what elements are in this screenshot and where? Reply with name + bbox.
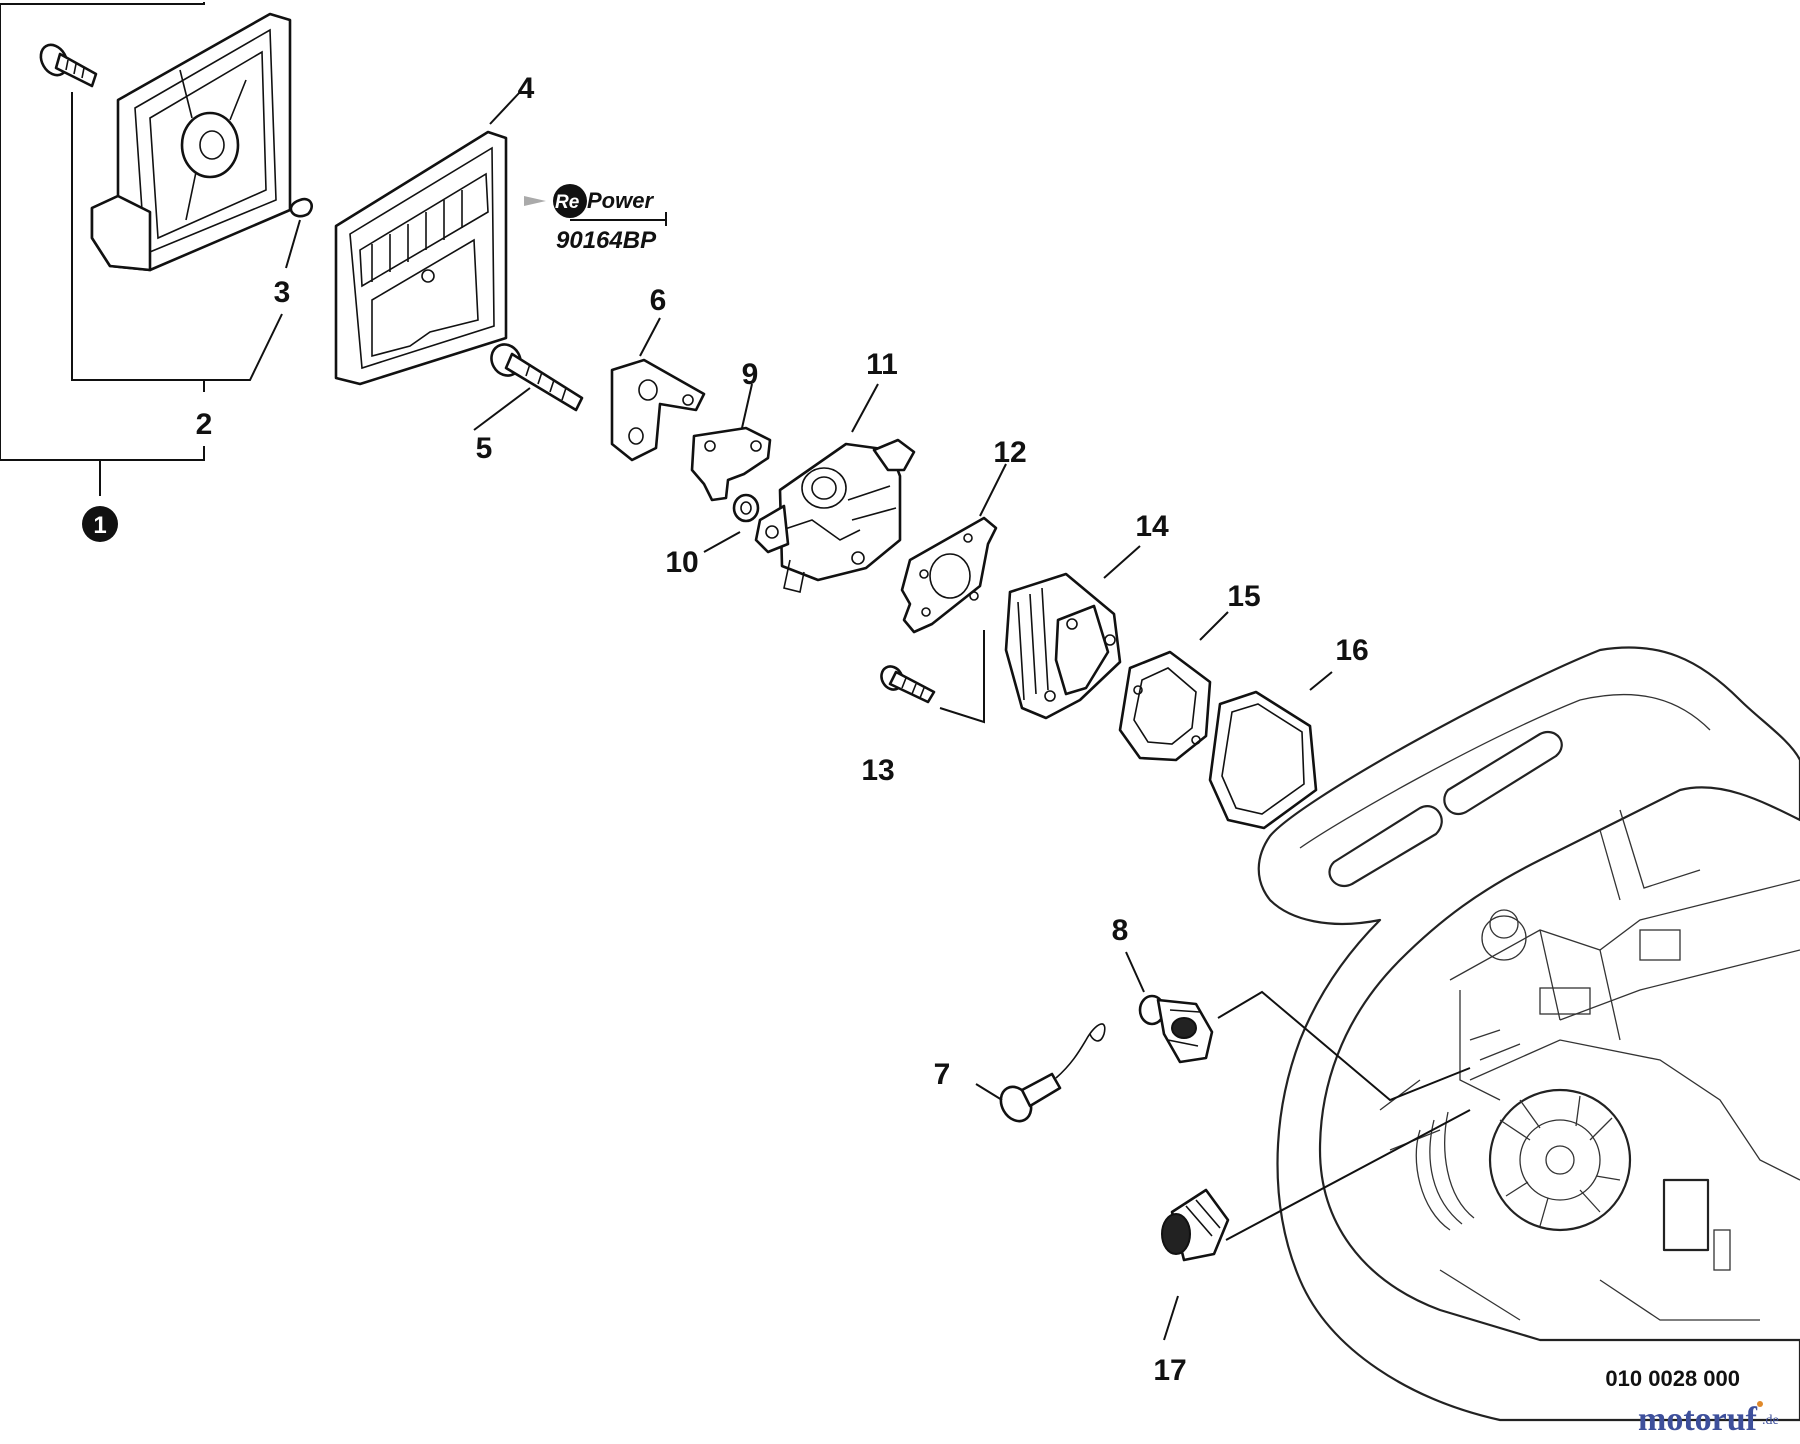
- callout-17: 17: [1153, 1354, 1186, 1387]
- callout-4: 4: [518, 72, 535, 105]
- carburetor-gasket[interactable]: [900, 516, 998, 634]
- callout-16: 16: [1335, 634, 1368, 667]
- motoruf-watermark: motoruf .de: [1638, 1401, 1779, 1438]
- intake-adapter[interactable]: [1004, 572, 1122, 720]
- drawing-code: 010 0028 000: [1605, 1366, 1740, 1391]
- grommet[interactable]: [1138, 994, 1214, 1064]
- watermark-dot-icon: [1757, 1401, 1763, 1407]
- callout-10: 10: [665, 546, 698, 579]
- mounting-bracket[interactable]: [610, 358, 706, 462]
- callout-5: 5: [476, 432, 493, 465]
- callout-13: 13: [861, 754, 894, 787]
- callout-9: 9: [742, 358, 759, 391]
- washer[interactable]: [732, 493, 760, 523]
- throttle-plate[interactable]: [690, 426, 772, 502]
- callout-15: 15: [1227, 580, 1260, 613]
- small-screw[interactable]: [877, 663, 936, 704]
- repower-badge: Re Power 90164BP: [524, 184, 667, 254]
- repower-part-number: 90164BP: [556, 227, 657, 254]
- watermark-suffix: .de: [1762, 1413, 1779, 1428]
- primer-pin[interactable]: [995, 1023, 1106, 1127]
- callout-3: 3: [274, 276, 291, 309]
- callout-2: 2: [196, 408, 213, 441]
- air-filter-cover[interactable]: [90, 12, 292, 272]
- callout-numbers: 1 2 3 4 5 6 7 8 9 10 11 12 13 14 15 16 1…: [82, 72, 1369, 1387]
- callout-1: 1: [93, 512, 106, 539]
- intake-gasket[interactable]: [1118, 650, 1212, 762]
- repower-logo-circle: [553, 184, 587, 218]
- callout-14: 14: [1135, 510, 1169, 543]
- seal-ring[interactable]: [1208, 690, 1318, 830]
- callout-7: 7: [934, 1058, 951, 1091]
- repower-logo-re: Re: [555, 192, 580, 213]
- repower-logo-power: Power: [587, 188, 654, 213]
- cover-screw[interactable]: [36, 40, 98, 88]
- air-filter[interactable]: [334, 130, 508, 386]
- assembly-bracket-lines: [0, 2, 301, 496]
- callout-6: 6: [650, 284, 667, 317]
- callout-11: 11: [866, 348, 898, 381]
- carburetor[interactable]: [754, 438, 916, 593]
- callout-8: 8: [1112, 914, 1129, 947]
- chainsaw-housing: [1257, 646, 1800, 1422]
- rubber-plug[interactable]: [1161, 1188, 1230, 1262]
- long-screw[interactable]: [486, 339, 584, 412]
- repower-arrow-icon: [524, 196, 546, 206]
- leader-lines: [473, 91, 1471, 1341]
- watermark-brand: motoruf: [1638, 1401, 1758, 1438]
- callout-1-badge: [82, 506, 118, 542]
- retaining-clip[interactable]: [289, 197, 313, 218]
- callout-12: 12: [993, 436, 1026, 469]
